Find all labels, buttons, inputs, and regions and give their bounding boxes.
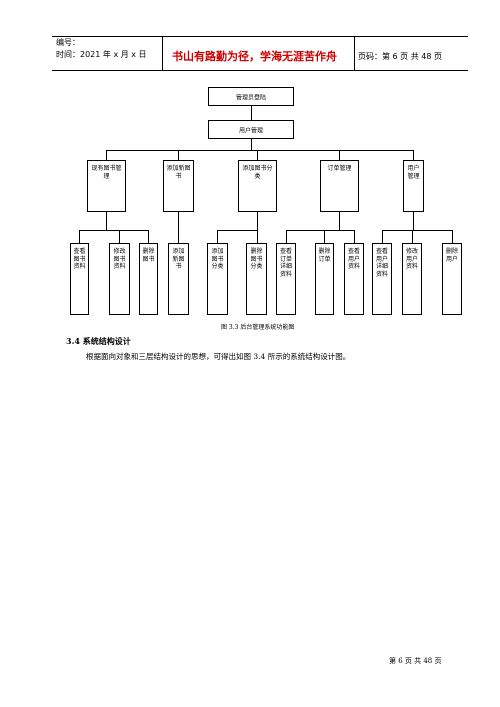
leaf-view-order-detail-label: 查看订单详细资料 xyxy=(279,248,292,278)
node-admin-login: 管理员登陆 xyxy=(208,87,294,106)
connector-root xyxy=(251,106,252,120)
leaf-edit-user-info: 修改用户资料 xyxy=(402,243,422,315)
leaf-view-order-detail: 查看订单详细资料 xyxy=(276,243,296,315)
leaf-view-user-detail-label: 查看用户详细资料 xyxy=(375,248,388,278)
drop-module-1 xyxy=(106,150,107,160)
leaf-add-book: 添加新图书 xyxy=(168,243,189,315)
stem-module-4 xyxy=(339,212,340,230)
node-user-management-label: 用户管理 xyxy=(238,127,263,134)
header-divider-left xyxy=(162,36,163,70)
leaf-view-user-info-label: 查看用户资料 xyxy=(347,248,360,271)
bus-module-1 xyxy=(79,230,148,231)
leaf-delete-user-label: 删除用户 xyxy=(445,248,458,263)
header-top-rule xyxy=(52,36,468,37)
stem-module-2 xyxy=(178,212,179,243)
leaf-delete-category: 删除图书分类 xyxy=(246,243,267,315)
drop-1-2 xyxy=(119,230,120,243)
section-paragraph: 根据面向对象和三层结构设计的思想，可得出如图 3.4 所示的系统结构设计图。 xyxy=(86,352,351,361)
node-order-management: 订单管理 xyxy=(320,160,359,212)
leaf-delete-order: 删除订单 xyxy=(315,243,334,315)
drop-3-1 xyxy=(217,230,218,243)
document-time-label: 时间：2021 年 x 月 x 日 xyxy=(56,50,147,59)
drop-4-3 xyxy=(354,230,355,243)
drop-3-2 xyxy=(257,230,258,243)
bus-module-3 xyxy=(217,230,257,231)
node-existing-books: 现有图书管理 xyxy=(87,160,126,212)
leaf-edit-user-info-label: 修改用户资料 xyxy=(405,248,418,271)
drop-module-3 xyxy=(257,150,258,160)
header-divider-right xyxy=(354,36,355,70)
leaf-delete-book: 删除图书 xyxy=(139,243,158,315)
leaf-view-user-info: 查看用户资料 xyxy=(344,243,364,315)
leaf-view-user-detail: 查看用户详细资料 xyxy=(372,243,392,315)
node-existing-books-label: 现有图书管理 xyxy=(91,165,122,180)
stem-module-1 xyxy=(106,212,107,230)
section-title: 3.4 系统结构设计 xyxy=(66,336,131,346)
stem-module-3 xyxy=(257,212,258,230)
drop-4-1 xyxy=(286,230,287,243)
header-page-label: 页码：第 6 页 共 48 页 xyxy=(358,52,442,61)
node-add-category-label: 添加图书分类 xyxy=(242,165,273,180)
leaf-view-book-info: 查看图书资料 xyxy=(70,243,89,315)
node-user-admin-label: 用户管理 xyxy=(407,165,420,180)
node-add-book: 添加新图书 xyxy=(163,160,194,212)
leaf-add-book-label: 添加新图书 xyxy=(172,248,185,271)
connector-level1 xyxy=(251,139,252,150)
leaf-add-category-label: 添加图书分类 xyxy=(211,248,224,271)
stem-module-5 xyxy=(413,212,414,230)
drop-5-3 xyxy=(452,230,453,243)
bus-modules xyxy=(106,150,413,151)
leaf-edit-book-info: 修改图书资料 xyxy=(109,243,130,315)
node-user-admin: 用户管理 xyxy=(403,160,424,212)
leaf-view-book-info-label: 查看图书资料 xyxy=(73,248,86,271)
drop-5-1 xyxy=(382,230,383,243)
bus-module-4 xyxy=(286,230,354,231)
document-number-label: 编号： xyxy=(56,38,80,47)
node-add-book-label: 添加新图书 xyxy=(166,165,191,180)
drop-module-5 xyxy=(413,150,414,160)
drop-module-2 xyxy=(178,150,179,160)
drop-1-1 xyxy=(79,230,80,243)
node-add-category: 添加图书分类 xyxy=(238,160,277,212)
leaf-delete-category-label: 删除图书分类 xyxy=(250,248,263,271)
node-user-management: 用户管理 xyxy=(208,120,294,139)
leaf-delete-user: 删除用户 xyxy=(442,243,462,315)
drop-module-4 xyxy=(339,150,340,160)
leaf-delete-book-label: 删除图书 xyxy=(142,248,155,263)
drop-1-3 xyxy=(148,230,149,243)
leaf-add-category: 添加图书分类 xyxy=(207,243,228,315)
bus-module-5 xyxy=(382,230,452,231)
header-bottom-rule xyxy=(52,70,468,71)
node-admin-login-label: 管理员登陆 xyxy=(235,94,266,101)
drop-5-2 xyxy=(412,230,413,243)
leaf-edit-book-info-label: 修改图书资料 xyxy=(113,248,126,271)
figure-caption: 图 3.3 后台管理系统功能图 xyxy=(221,324,295,331)
header-motto: 书山有路勤为径，学海无涯苦作舟 xyxy=(172,50,337,63)
page-footer: 第 6 页 共 48 页 xyxy=(389,657,442,665)
drop-4-2 xyxy=(324,230,325,243)
node-order-management-label: 订单管理 xyxy=(327,165,352,172)
leaf-delete-order-label: 删除订单 xyxy=(318,248,331,263)
